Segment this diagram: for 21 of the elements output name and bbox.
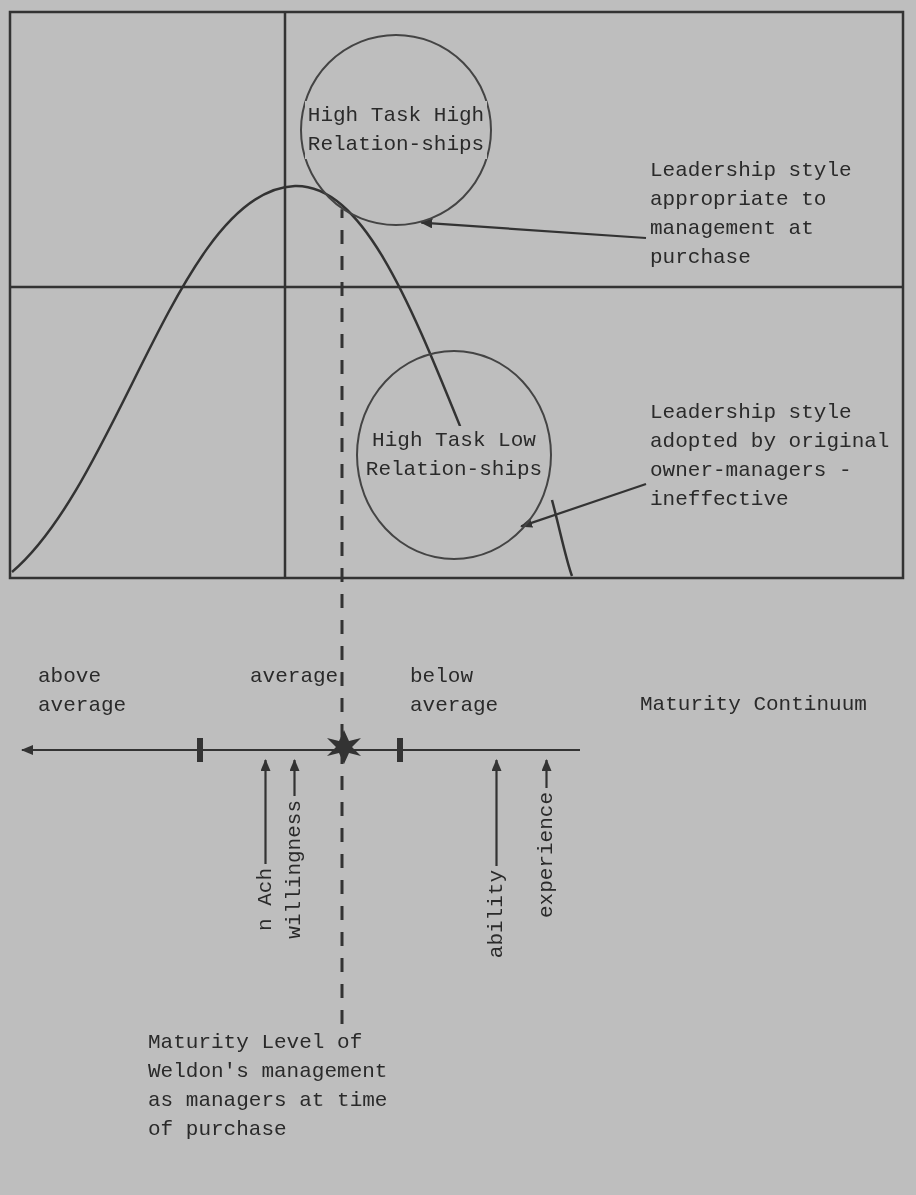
arrow [260, 759, 271, 864]
factor-label: experience [532, 792, 561, 919]
scale-label: below average [410, 664, 500, 719]
arrow [491, 759, 502, 866]
style-circle [356, 350, 552, 560]
factor-label: ability [482, 870, 511, 959]
dashed-line [340, 209, 344, 1024]
factor-label: willingness [280, 800, 309, 939]
factor-label: n Ach [251, 868, 280, 931]
scale-label: average [250, 664, 340, 690]
arrow [541, 759, 552, 788]
annotation-text: Leadership style appropriate to management at purchase [650, 156, 875, 272]
circle-label: High Task High Relation-ships [305, 101, 487, 159]
style-circle [300, 34, 492, 226]
scale-label: above average [38, 664, 128, 719]
annotation-text: Maturity Level of Weldon's management as managers at time of purchase [148, 1028, 418, 1144]
axis-title: Maturity Continuum [640, 692, 868, 718]
arrow [520, 482, 647, 528]
arrow [289, 759, 300, 796]
arrow [420, 218, 647, 240]
annotation-text: Leadership style adopted by original owner-managers - ineffective [650, 398, 912, 514]
